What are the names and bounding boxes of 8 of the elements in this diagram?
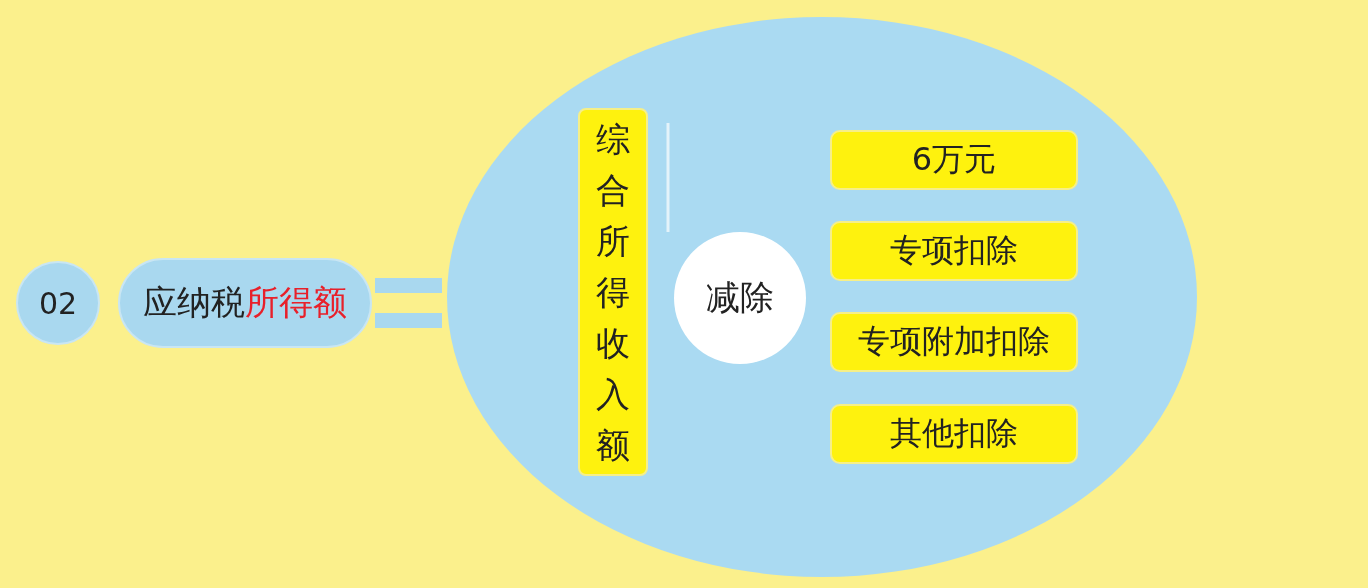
deduction-box: 6万元 [830, 130, 1078, 190]
deduct-circle: 减除 [674, 232, 806, 364]
income-bar: 综合所得收入额 [578, 108, 648, 476]
deduction-box: 专项扣除 [830, 221, 1078, 281]
deduction-box: 其他扣除 [830, 404, 1078, 464]
number-circle: 02 [16, 261, 100, 345]
term-pill: 应纳税所得额 [118, 258, 372, 348]
deduction-box: 专项附加扣除 [830, 312, 1078, 372]
